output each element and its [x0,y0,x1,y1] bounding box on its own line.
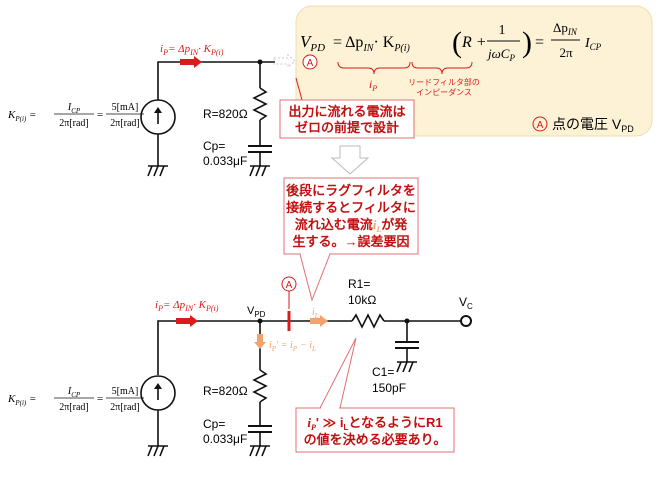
svg-text:2π[rad]: 2π[rad] [110,402,139,413]
bottom-cap-label-2: 0.033μF [203,432,247,446]
top-cap-label-1: Cp= [203,139,225,153]
top-circuit: iP= ΔpIN· KP(i) A R=820Ω Cp= 0.033μF KP(… [7,43,318,177]
bottom-circuit: iP= ΔpIN· KP(i) [7,276,473,457]
top-resistor-label: R=820Ω [203,107,248,121]
svg-text:接続するとフィルタに: 接続するとフィルタに [286,200,416,215]
svg-text:=: = [97,109,103,121]
svg-text:ICP: ICP [67,102,81,115]
vpd-label: VPD [247,305,266,319]
svg-text:2π[rad]: 2π[rad] [59,402,88,413]
callout-zero-current: 出力に流れる電流は ゼロの前提で設計 [279,77,415,139]
svg-text:ICP: ICP [67,386,81,399]
bottom-node-a: A [286,280,293,291]
svg-text:後段にラグフィルタを: 後段にラグフィルタを [286,183,416,198]
brace-impedance-label-2: インピーダンス [416,87,472,97]
svg-text:5[mA]: 5[mA] [112,102,139,113]
brace-impedance-label-1: リードフィルタ部の [408,77,480,87]
formula-braces: iP リードフィルタ部の インピーダンス [337,61,480,97]
top-ip-equation: iP= ΔpIN· KP(i) [160,43,224,57]
formula-icp: ICP [584,36,602,52]
bottom-kp-formula: KP(i) = ICP 2π[rad] = 5[mA] 2π[rad] [7,386,144,413]
c1-label-2: 150pF [372,381,406,395]
formula-part-1: = ΔpIN· KP(i) [333,34,411,54]
svg-text:出力に流れる電流は: 出力に流れる電流は [288,104,405,119]
svg-text:流れ込む電流iLが発: 流れ込む電流iLが発 [295,217,409,234]
bottom-resistor-label: R=820Ω [203,384,248,398]
formula-frac2-num: ΔpIN [553,20,578,37]
node-caption-text: 点の電圧 VPD [552,116,634,134]
svg-text:ゼロの前提で設計: ゼロの前提で設計 [295,120,399,135]
formula-equals: = [535,34,544,51]
top-cap-label-2: 0.033μF [203,154,247,168]
bottom-ip-equation: iP= ΔpIN· KP(i) [155,299,219,313]
il-label: iL [312,307,319,320]
ipp-label: iP' = iP− iL [269,340,316,353]
r1-label-1: R1= [348,277,370,291]
bottom-cap-label-1: Cp= [203,417,225,431]
svg-text:(: ( [452,26,462,59]
formula-r-1: R + [461,34,487,51]
r1-label-2: 10kΩ [348,293,376,307]
node-caption: A 点の電圧 VPD [532,116,634,134]
svg-text:KP(i) =: KP(i) = [7,109,36,123]
svg-text:KP(i) =: KP(i) = [7,393,36,407]
svg-text:の値を決める必要あり。: の値を決める必要あり。 [304,432,447,447]
svg-text:生する。→誤差要因: 生する。→誤差要因 [292,234,409,249]
formula-frac1-den: jωCP [486,46,515,63]
flow-down-arrow [330,145,370,175]
svg-text:5[mA]: 5[mA] [112,386,139,397]
svg-text:): ) [522,26,532,59]
formula-frac1-num: 1 [499,23,506,38]
svg-text:2π[rad]: 2π[rad] [110,118,139,129]
c1-label-1: C1= [372,365,394,379]
top-kp-formula: KP(i) = ICP 2π[rad] = 5[mA] 2π[rad] [7,102,144,129]
svg-text:=: = [97,393,103,405]
formula-frac2-den: 2π [559,45,573,60]
svg-text:A: A [537,120,544,131]
brace-ip-label: iP [369,77,377,93]
note-lag-filter: 後段にラグフィルタを 接続するとフィルタに 流れ込む電流iLが発 生する。→誤差… [283,177,419,302]
formula-vpd: VPD [300,32,325,54]
svg-text:iP' ≫ iLとなるようにR1: iP' ≫ iLとなるようにR1 [307,415,442,432]
top-node-a: A [307,58,314,69]
note-r1-selection: iP' ≫ iLとなるようにR1 の値を決める必要あり。 [295,337,455,453]
vc-label: VC [459,295,473,311]
svg-text:2π[rad]: 2π[rad] [59,118,88,129]
